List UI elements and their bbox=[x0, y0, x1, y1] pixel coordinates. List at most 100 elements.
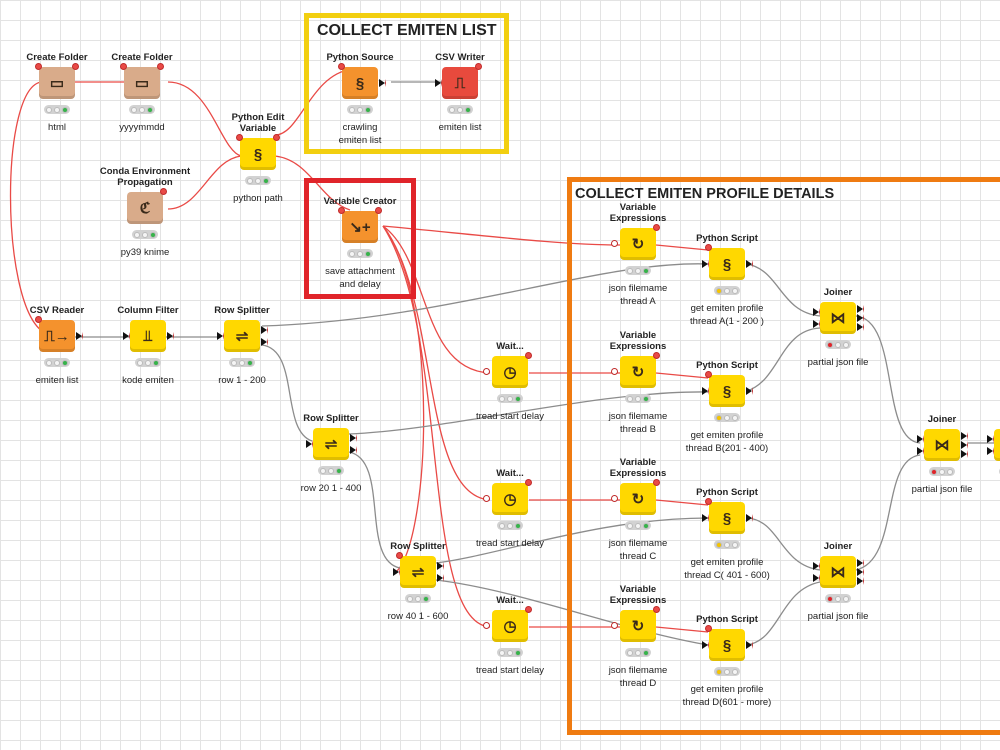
node-var-expr-a[interactable]: Variable Expressions↻json filemame threa… bbox=[583, 202, 693, 307]
node-body[interactable]: ⇌ bbox=[400, 556, 436, 588]
node-python-source[interactable]: Python Source§crawling emiten list bbox=[305, 52, 415, 152]
flow-variable-out-port[interactable] bbox=[273, 134, 280, 141]
flow-variable-in-port[interactable] bbox=[705, 371, 712, 378]
flow-variable-in-port[interactable] bbox=[35, 316, 42, 323]
node-body[interactable]: ◷ bbox=[492, 483, 528, 515]
data-out-port[interactable] bbox=[76, 332, 83, 340]
node-wait-1[interactable]: Wait...◷tread start delay bbox=[455, 341, 565, 441]
data-in-port[interactable] bbox=[306, 440, 313, 448]
node-row-splitter-3[interactable]: Row Splitter⇌row 40 1 - 600 bbox=[363, 541, 473, 641]
node-csv-reader[interactable]: CSV Reader⎍→emiten list bbox=[2, 305, 112, 405]
data-in-port[interactable] bbox=[702, 387, 709, 395]
flow-variable-in-port[interactable] bbox=[705, 244, 712, 251]
data-in-port[interactable] bbox=[917, 435, 924, 443]
data-out-port[interactable] bbox=[746, 387, 753, 395]
node-row-splitter-2[interactable]: Row Splitter⇌row 20 1 - 400 bbox=[276, 413, 386, 513]
data-out-port[interactable] bbox=[746, 260, 753, 268]
data-out-port[interactable] bbox=[261, 338, 268, 346]
node-body[interactable]: ▭ bbox=[124, 67, 160, 99]
node-python-edit-variable[interactable]: Python Edit Variable§python path bbox=[203, 112, 313, 212]
node-var-expr-d[interactable]: Variable Expressions↻json filemame threa… bbox=[583, 584, 693, 689]
data-in-port[interactable] bbox=[123, 332, 130, 340]
data-in-port[interactable] bbox=[702, 514, 709, 522]
flow-variable-out-port[interactable] bbox=[475, 63, 482, 70]
node-body[interactable]: ⎍→ bbox=[39, 320, 75, 352]
flow-variable-out-port[interactable] bbox=[653, 352, 660, 359]
data-out-port[interactable] bbox=[746, 514, 753, 522]
data-out-port[interactable] bbox=[350, 446, 357, 454]
flow-variable-in-port[interactable] bbox=[705, 498, 712, 505]
data-out-port[interactable] bbox=[350, 434, 357, 442]
node-variable-creator[interactable]: Variable Creator↘+save attachment and de… bbox=[305, 196, 415, 296]
node-body[interactable]: § bbox=[709, 629, 745, 661]
node-body[interactable]: ⋈ bbox=[994, 429, 1000, 461]
node-row-splitter-1[interactable]: Row Splitter⇌row 1 - 200 bbox=[187, 305, 297, 405]
node-body[interactable]: ◷ bbox=[492, 356, 528, 388]
flow-variable-in-port[interactable] bbox=[705, 625, 712, 632]
node-body[interactable]: § bbox=[709, 375, 745, 407]
data-out-port[interactable] bbox=[167, 332, 174, 340]
node-body[interactable]: § bbox=[240, 138, 276, 170]
data-in-port[interactable] bbox=[917, 447, 924, 455]
node-body[interactable]: ⇌ bbox=[224, 320, 260, 352]
flow-variable-in-port[interactable] bbox=[611, 495, 618, 502]
annotation-collect-emiten-list[interactable]: COLLECT EMITEN LIST bbox=[304, 13, 509, 154]
node-python-script-c[interactable]: Python Script§get emiten profile thread … bbox=[672, 487, 782, 587]
node-body[interactable]: ↻ bbox=[620, 483, 656, 515]
annotation-collect-emiten-profile-details[interactable]: COLLECT EMITEN PROFILE DETAILS bbox=[567, 177, 1000, 735]
flow-variable-in-port[interactable] bbox=[611, 368, 618, 375]
flow-variable-in-port[interactable] bbox=[483, 622, 490, 629]
data-in-port[interactable] bbox=[217, 332, 224, 340]
flow-variable-in-port[interactable] bbox=[120, 63, 127, 70]
node-body[interactable]: ↻ bbox=[620, 228, 656, 260]
node-body[interactable]: ▭ bbox=[39, 67, 75, 99]
data-out-port[interactable] bbox=[857, 323, 864, 331]
data-in-port[interactable] bbox=[702, 260, 709, 268]
flow-variable-in-port[interactable] bbox=[611, 240, 618, 247]
flow-variable-out-port[interactable] bbox=[157, 63, 164, 70]
node-body[interactable]: ↻ bbox=[620, 356, 656, 388]
data-in-port[interactable] bbox=[813, 320, 820, 328]
node-joiner-1[interactable]: Joiner⋈partial json file bbox=[783, 287, 893, 387]
node-body[interactable]: ⋈ bbox=[924, 429, 960, 461]
node-wait-3[interactable]: Wait...◷tread start delay bbox=[455, 595, 565, 695]
node-body[interactable]: ⋈ bbox=[820, 556, 856, 588]
flow-variable-in-port[interactable] bbox=[35, 63, 42, 70]
node-body[interactable]: § bbox=[342, 67, 378, 99]
node-python-script-b[interactable]: Python Script§get emiten profile thread … bbox=[672, 360, 782, 460]
flow-variable-out-port[interactable] bbox=[525, 606, 532, 613]
node-body[interactable]: ⎍ bbox=[442, 67, 478, 99]
flow-variable-out-port[interactable] bbox=[653, 606, 660, 613]
flow-variable-in-port[interactable] bbox=[338, 207, 345, 214]
node-body[interactable]: ℭ bbox=[127, 192, 163, 224]
node-create-folder-2[interactable]: Create Folder▭yyyymmdd bbox=[87, 52, 197, 152]
flow-variable-in-port[interactable] bbox=[483, 368, 490, 375]
node-body[interactable]: ⋈ bbox=[820, 302, 856, 334]
node-python-script-a[interactable]: Python Script§get emiten profile thread … bbox=[672, 233, 782, 333]
data-out-port[interactable] bbox=[857, 305, 864, 313]
node-joiner-4[interactable]: J⋈pa bbox=[957, 414, 1000, 514]
node-body[interactable]: ↻ bbox=[620, 610, 656, 642]
data-in-port[interactable] bbox=[987, 435, 994, 443]
node-wait-2[interactable]: Wait...◷tread start delay bbox=[455, 468, 565, 568]
node-body[interactable]: ⇌ bbox=[313, 428, 349, 460]
flow-variable-out-port[interactable] bbox=[653, 479, 660, 486]
data-out-port[interactable] bbox=[261, 326, 268, 334]
data-out-port[interactable] bbox=[437, 562, 444, 570]
node-body[interactable]: § bbox=[709, 502, 745, 534]
data-in-port[interactable] bbox=[987, 447, 994, 455]
node-body[interactable]: § bbox=[709, 248, 745, 280]
flow-variable-out-port[interactable] bbox=[72, 63, 79, 70]
node-column-filter[interactable]: Column Filter⫫kode emiten bbox=[93, 305, 203, 405]
node-body[interactable]: ↘+ bbox=[342, 211, 378, 243]
data-in-port[interactable] bbox=[393, 568, 400, 576]
data-out-port[interactable] bbox=[961, 450, 968, 458]
node-body[interactable]: ⫫ bbox=[130, 320, 166, 352]
data-in-port[interactable] bbox=[813, 562, 820, 570]
node-joiner-2[interactable]: Joiner⋈partial json file bbox=[783, 541, 893, 641]
flow-variable-in-port[interactable] bbox=[338, 63, 345, 70]
node-csv-writer[interactable]: CSV Writer⎍emiten list bbox=[405, 52, 515, 152]
flow-variable-in-port[interactable] bbox=[236, 134, 243, 141]
flow-variable-in-port[interactable] bbox=[396, 552, 403, 559]
flow-variable-in-port[interactable] bbox=[611, 622, 618, 629]
